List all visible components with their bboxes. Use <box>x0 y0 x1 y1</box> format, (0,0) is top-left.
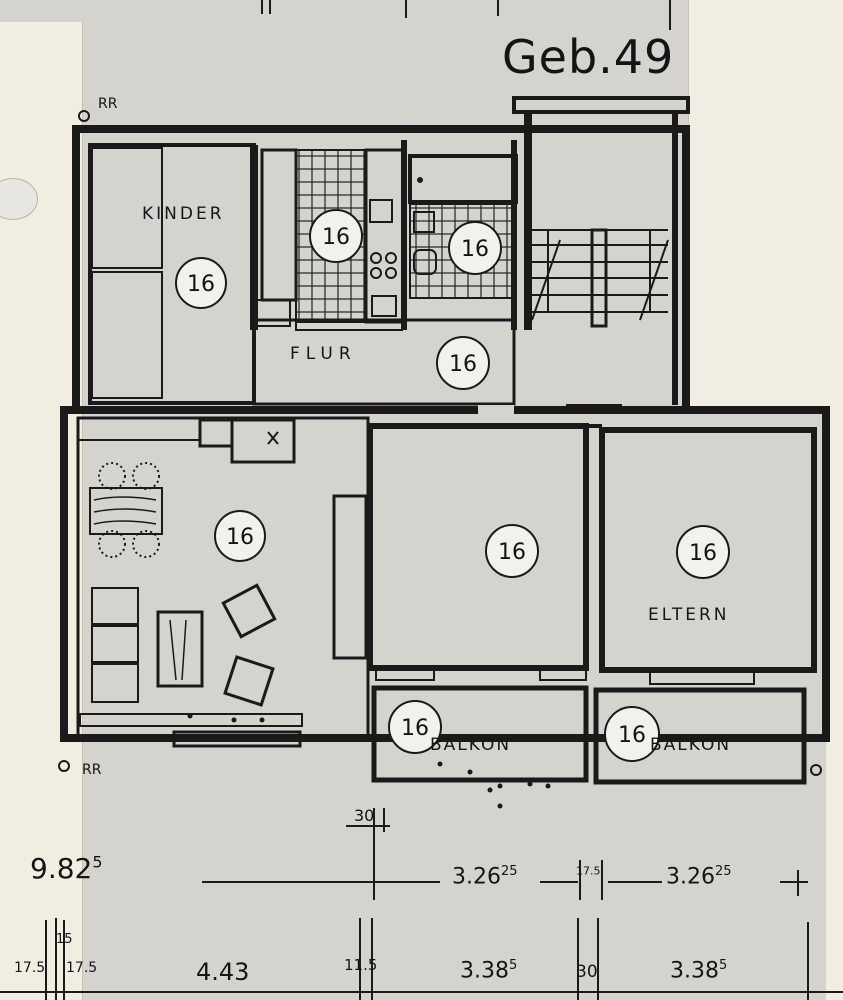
dim-row2-d: 4.43 <box>196 958 249 986</box>
room-number: 16 <box>689 541 717 566</box>
outer-wall <box>72 125 690 414</box>
bathtub <box>408 154 518 204</box>
dim-row2-e: 11.5 <box>344 956 377 974</box>
center-bedroom <box>367 423 589 671</box>
dim-main: 3.26 <box>452 864 501 890</box>
room-label-eltern: ELTERN <box>648 605 730 625</box>
room-number: 16 <box>449 352 477 377</box>
living-room <box>76 416 370 738</box>
dim-sup: 5 <box>718 958 728 973</box>
dim-overall: 9.825 <box>30 852 103 885</box>
room-number-circle <box>448 221 502 275</box>
room-number-circle <box>436 336 490 390</box>
rr-marker-bottom: RR <box>82 762 102 778</box>
dim-main: 3.38 <box>460 958 509 984</box>
room-number: 16 <box>618 723 646 748</box>
room-number-circle <box>175 257 227 309</box>
balkon-left <box>371 685 589 783</box>
dim-sup: 25 <box>714 864 732 879</box>
dim-sup: 17.5 <box>66 960 98 976</box>
dim-row2-h: 3.385 <box>670 958 727 983</box>
dim-row2-b: 17.5 <box>66 960 97 976</box>
room-number: 16 <box>322 225 350 250</box>
room-number-circle <box>485 524 539 578</box>
room-number: 16 <box>187 272 215 297</box>
room-number: 16 <box>461 237 489 262</box>
dimension-lines <box>0 808 843 1000</box>
dim-main: 3.26 <box>666 864 715 890</box>
dim-main: 3.38 <box>670 958 719 984</box>
room-number-circle <box>676 525 730 579</box>
right-cream-card-bottom <box>826 412 843 1000</box>
dim-sup: 25 <box>500 864 518 879</box>
dim-row1-left: 3.2625 <box>452 864 518 889</box>
staircase <box>531 228 669 328</box>
balkon-right <box>593 687 807 785</box>
dim-sup: 15 <box>56 932 73 947</box>
dim-sup: 17.5 <box>576 864 601 878</box>
dim-row2-c: 15 <box>56 932 73 947</box>
kinder-room <box>88 143 256 405</box>
building-title: Geb.49 <box>502 30 675 84</box>
dim-sup: 5 <box>508 958 518 973</box>
room-number-circle <box>309 209 363 263</box>
dim-main: 30 <box>576 962 598 982</box>
dim-overall-sup: 5 <box>92 852 103 872</box>
dim-row1-right: 3.2625 <box>666 864 732 889</box>
outer-wall-lower <box>60 406 830 742</box>
room-number: 16 <box>401 716 429 741</box>
room-label-flur: FLUR <box>290 344 357 364</box>
rr-marker-top: RR <box>98 96 118 112</box>
room-number-circle <box>388 700 442 754</box>
flur <box>252 318 516 406</box>
room-number-circle <box>604 706 660 762</box>
room-label-balkon-left: BALKON <box>430 735 512 755</box>
room-number: 16 <box>226 525 254 550</box>
dim-sup: 11.5 <box>344 956 378 974</box>
dim-row1-mid: 17.5 <box>576 864 601 889</box>
dim-wall-30: 30 <box>354 806 375 825</box>
room-label-kinder: KINDER <box>142 204 225 224</box>
dim-row2-f: 3.385 <box>460 958 517 983</box>
dim-main: 4.43 <box>196 958 250 986</box>
room-label-balkon-right: BALKON <box>650 735 732 755</box>
dim-overall-main: 9.82 <box>30 852 93 885</box>
room-number: 16 <box>498 540 526 565</box>
staircase-block <box>512 96 690 114</box>
dim-sup: 17.5 <box>14 960 46 976</box>
dim-row2-g: 30 <box>576 962 598 982</box>
room-number-circle <box>214 510 266 562</box>
dim-row2-a: 17.5 <box>14 960 45 976</box>
